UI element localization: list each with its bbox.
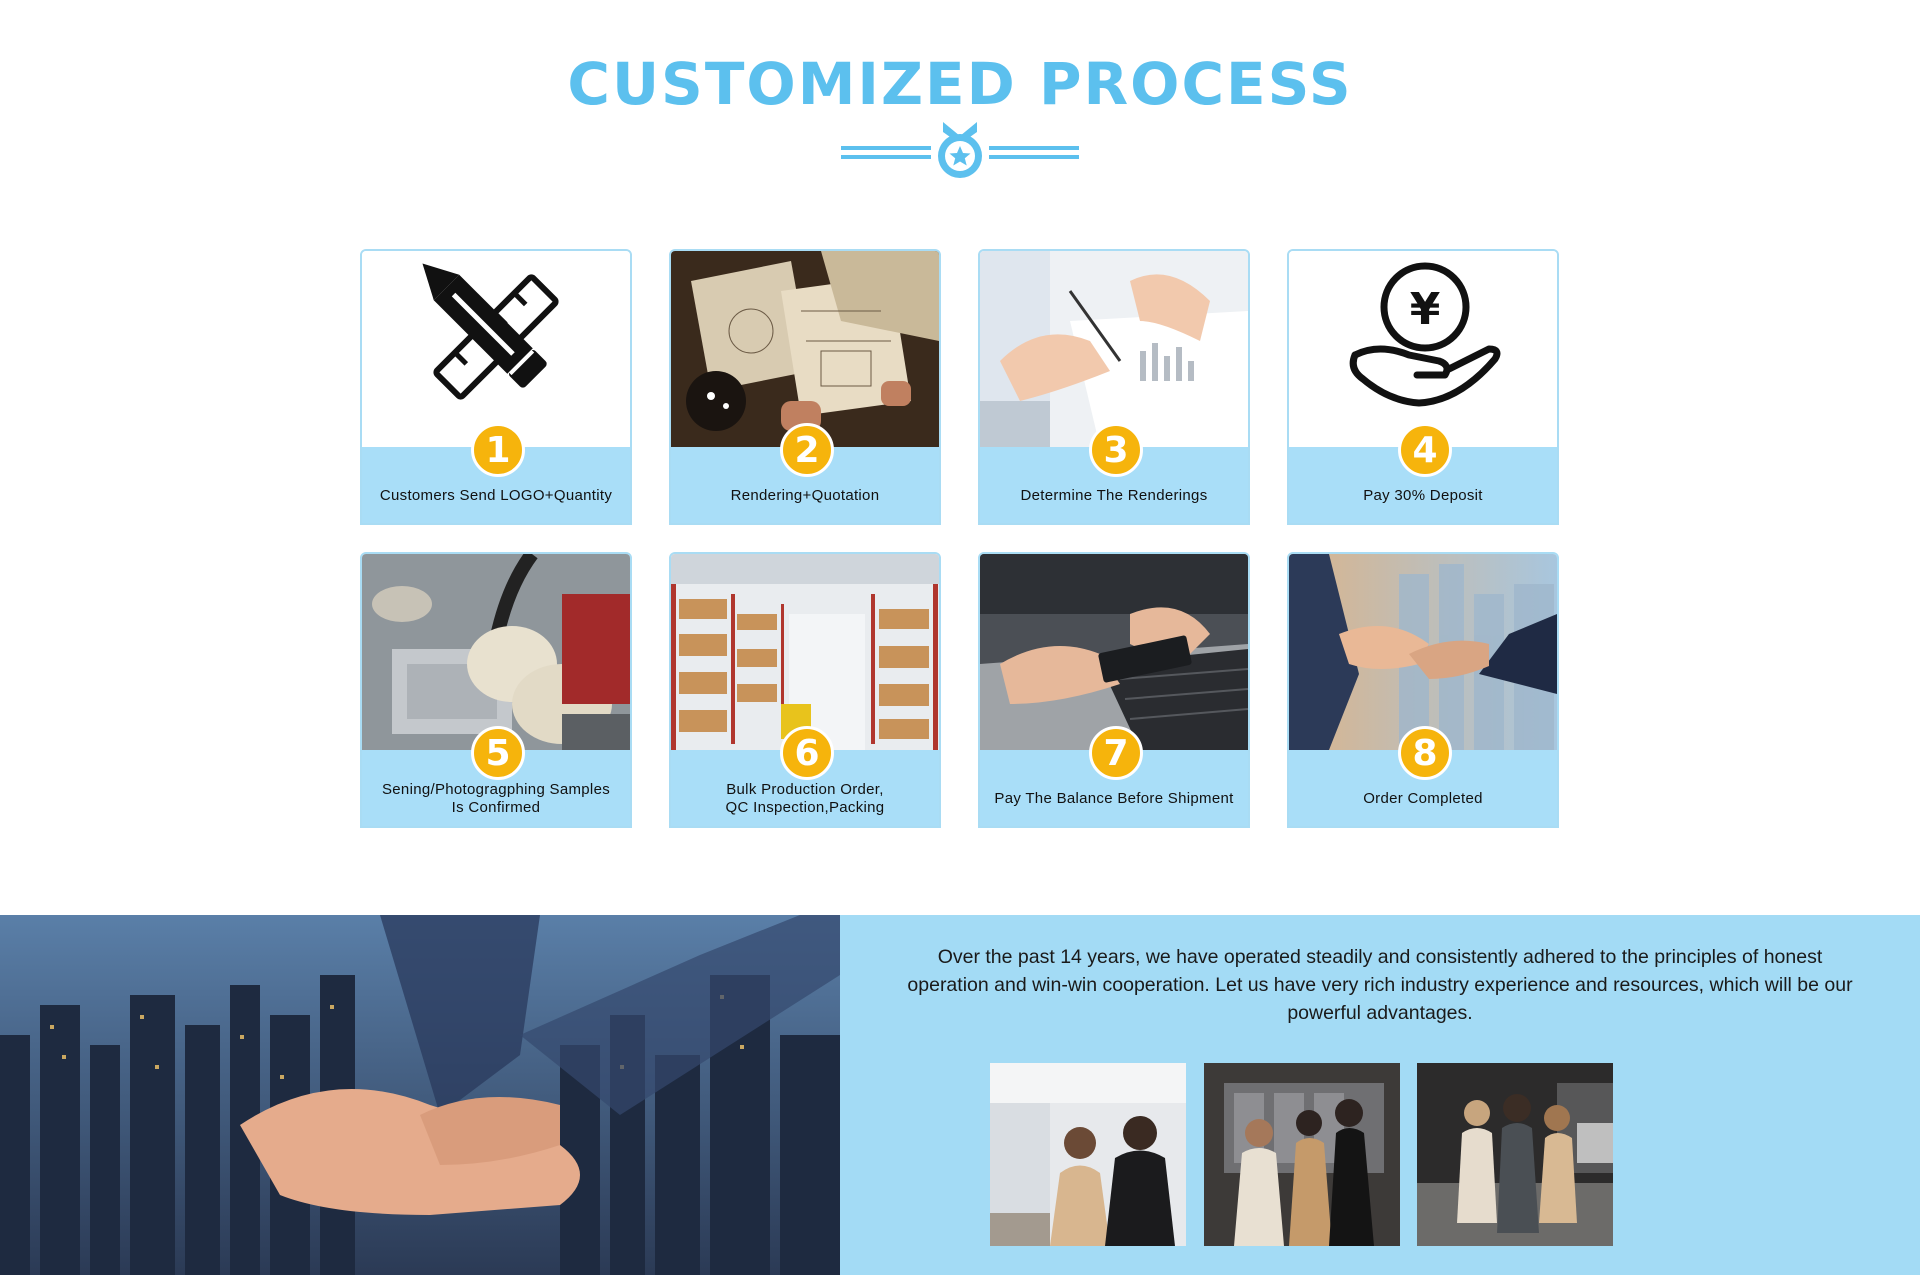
engraving-mold-photo [362, 554, 630, 750]
step-number-badge: 2 [780, 423, 834, 477]
pencil-ruler-icon [362, 251, 630, 447]
yen-coin-hand-icon: ¥ [1289, 251, 1557, 447]
design-sketches-photo [671, 251, 939, 447]
card-payment-photo [980, 554, 1248, 750]
svg-text:¥: ¥ [1410, 284, 1441, 335]
warehouse-photo [671, 554, 939, 750]
step-card-2: 2 Rendering+Quotation [669, 249, 941, 525]
step-label: Order Completed [1363, 790, 1483, 807]
about-panel: Over the past 14 years, we have operated… [840, 915, 1920, 1275]
step-number-badge: 3 [1089, 423, 1143, 477]
medal-star-icon [840, 118, 1080, 180]
showroom-visit-photo [990, 1063, 1186, 1246]
city-handshake-photo [0, 915, 840, 1275]
step-number-badge: 6 [780, 726, 834, 780]
step-card-1: 1 Customers Send LOGO+Quantity [360, 249, 632, 525]
step-number-badge: 5 [471, 726, 525, 780]
step-label: Pay 30% Deposit [1363, 487, 1483, 504]
step-number-badge: 7 [1089, 726, 1143, 780]
step-label: Bulk Production Order, QC Inspection,Pac… [725, 781, 885, 816]
step-card-8: 8 Order Completed [1287, 552, 1559, 828]
step-card-3: 3 Determine The Renderings [978, 249, 1250, 525]
step-label: Sening/Photogragphing Samples Is Confirm… [381, 781, 611, 816]
warehouse-visit-photo [1417, 1063, 1613, 1246]
handshake-photo [1289, 554, 1557, 750]
process-steps-grid: 1 Customers Send LOGO+Quantity [360, 249, 1560, 828]
step-label: Customers Send LOGO+Quantity [379, 487, 613, 504]
about-text: Over the past 14 years, we have operated… [907, 946, 1853, 1024]
step-card-7: 7 Pay The Balance Before Shipment [978, 552, 1250, 828]
step-number-badge: 4 [1398, 423, 1452, 477]
step-number-badge: 8 [1398, 726, 1452, 780]
step-card-5: 5 Sening/Photogragphing Samples Is Confi… [360, 552, 632, 828]
documents-review-photo [980, 251, 1248, 447]
step-number-badge: 1 [471, 423, 525, 477]
step-label: Rendering+Quotation [730, 487, 880, 504]
step-card-6: 6 Bulk Production Order, QC Inspection,P… [669, 552, 941, 828]
step-label: Determine The Renderings [1020, 487, 1208, 504]
page-title: CUSTOMIZED PROCESS [567, 50, 1353, 118]
step-label: Pay The Balance Before Shipment [994, 790, 1234, 807]
step-card-4: ¥ 4 Pay 30% Deposit [1287, 249, 1559, 525]
factory-visit-photo [1204, 1063, 1400, 1246]
